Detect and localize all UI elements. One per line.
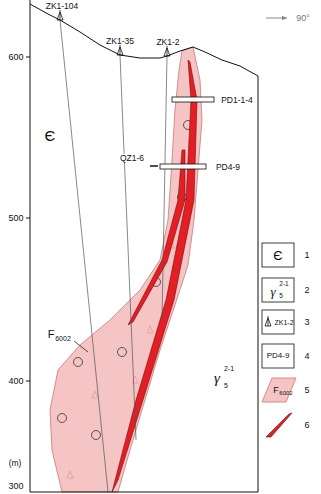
drill-collars: [57, 10, 170, 56]
azimuth-arrow: [266, 18, 287, 19]
ore-vein: [128, 150, 185, 325]
legend-number: 1: [304, 251, 309, 260]
adit: [160, 164, 206, 169]
fault-label: 6002: [55, 335, 71, 342]
ore-vein: [112, 60, 197, 492]
trench-label: QZ1-6: [119, 154, 145, 163]
fault-label: F: [48, 329, 55, 340]
rock-symbol: 5: [224, 382, 228, 389]
legend-number: 5: [304, 386, 309, 395]
axis-value: 500: [8, 214, 23, 223]
drill-holes: [60, 20, 167, 492]
axis-value: 400: [8, 377, 23, 386]
adit: [172, 97, 214, 102]
legend-symbol: PD4-9: [267, 352, 290, 360]
fault-zone: [50, 47, 202, 492]
rock-symbol: 2-1: [224, 365, 234, 372]
axis-value: 600: [8, 53, 23, 62]
legend-symbol: Є: [273, 249, 282, 262]
legend-number: 3: [304, 318, 309, 327]
terrain-line: [30, 4, 258, 76]
adit-label: PD1-1-4: [221, 96, 253, 105]
trench: [150, 165, 158, 167]
legend-symbol: 2-1: [279, 281, 288, 288]
rock-symbol: γ: [214, 371, 220, 386]
legend-number: 6: [304, 421, 309, 430]
leader-line: [74, 341, 88, 352]
legend-symbol: ZK1-2: [274, 319, 293, 326]
stratum-symbol: Є: [44, 128, 57, 143]
drill-hole-label: ZK1-35: [106, 37, 134, 46]
drill-hole-label: ZK1-104: [46, 2, 79, 11]
legend-number: 4: [304, 352, 309, 361]
legend-swatch: [262, 378, 296, 402]
legend-vein-sample: [266, 413, 292, 437]
axis-value: 300: [8, 482, 23, 491]
legend-symbol: 5: [279, 293, 283, 300]
azimuth-label: 90°: [296, 14, 310, 23]
legend-symbol: F: [273, 386, 279, 395]
legend-samples: [262, 243, 294, 368]
legend-symbol: 6002: [279, 390, 292, 396]
frame: [26, 0, 258, 492]
drill-hole-label: ZK1-2: [156, 38, 179, 47]
adit-label: PD4-9: [216, 163, 240, 172]
legend-symbol: γ: [270, 285, 275, 298]
legend-number: 2: [304, 286, 309, 295]
axis-unit: (m): [9, 459, 22, 468]
